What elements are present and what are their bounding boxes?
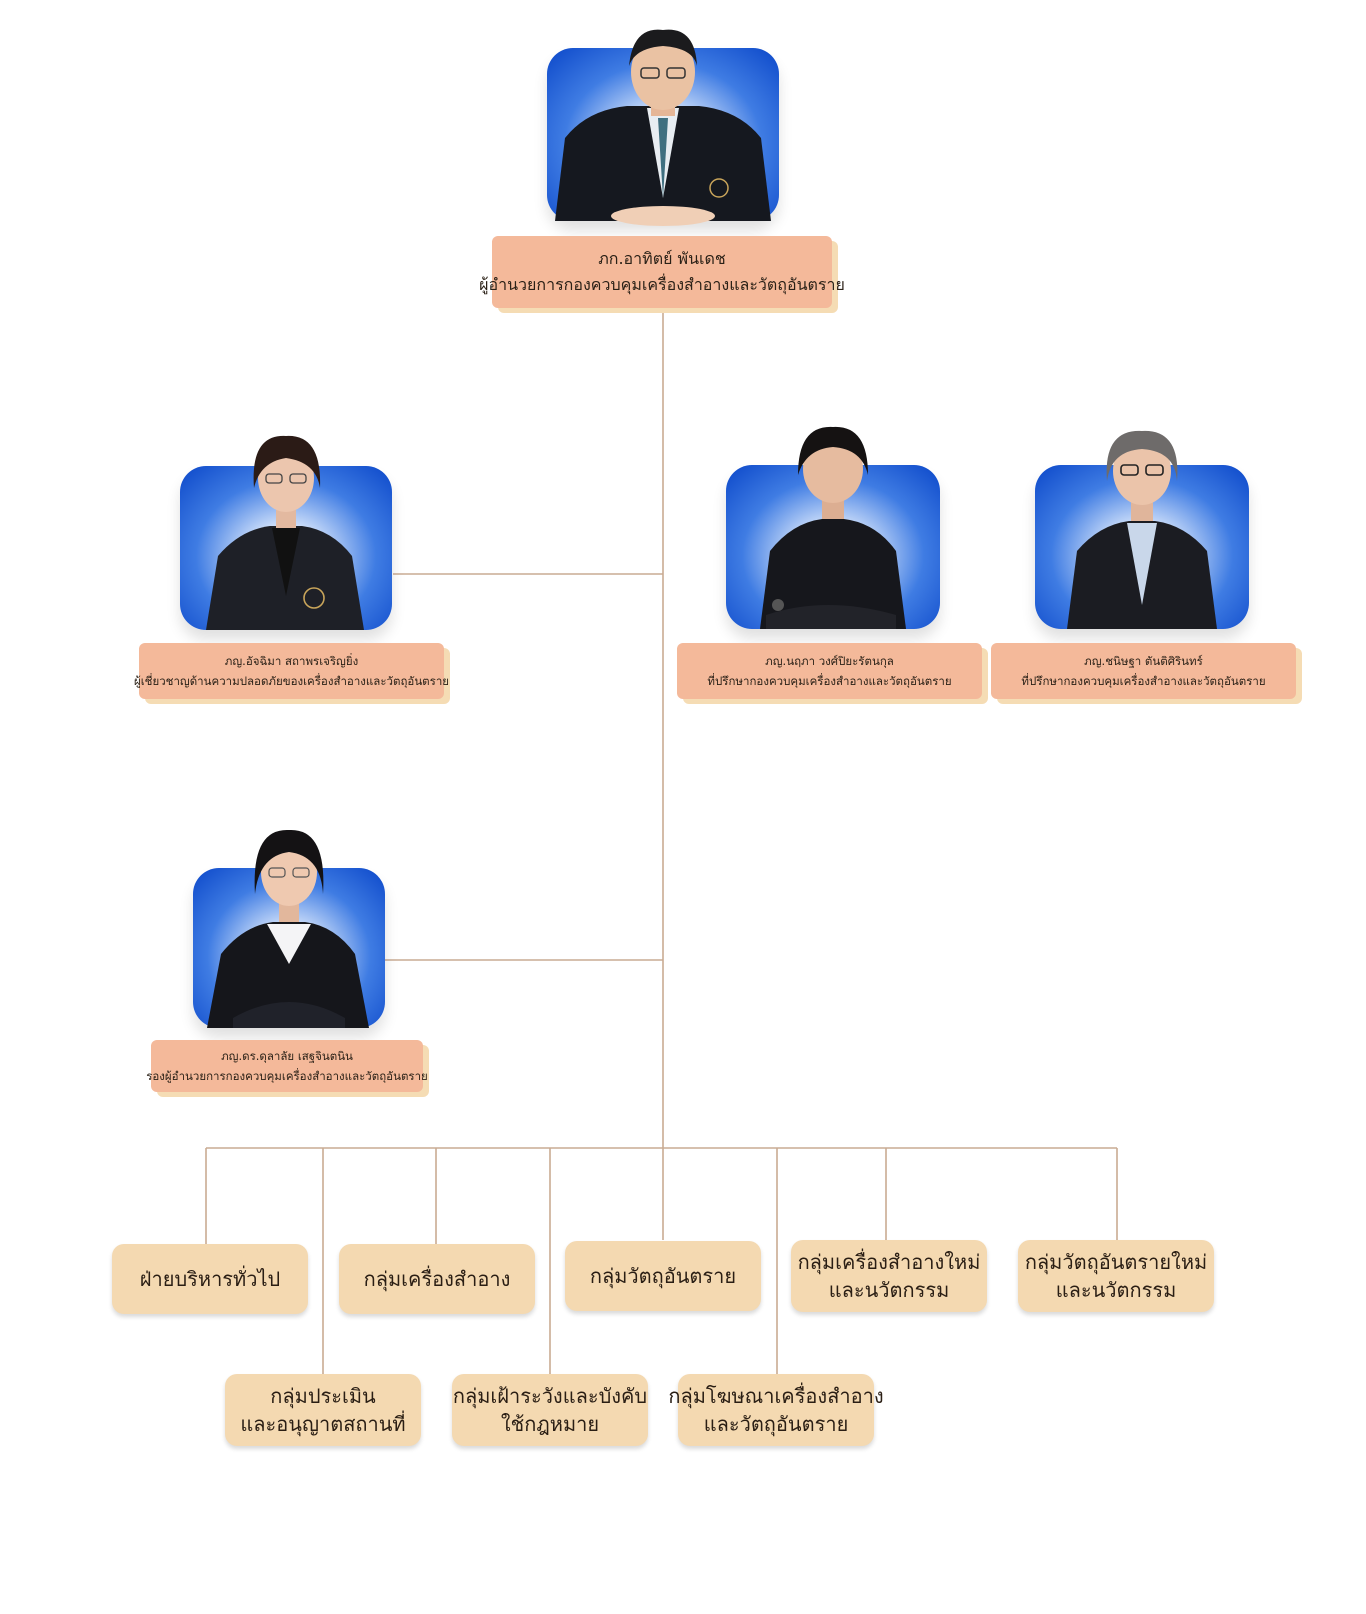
director-name-box: ภก.อาทิตย์ พันเดช ผู้อำนวยการกองควบคุมเค… [479, 236, 845, 308]
director-position: ผู้อำนวยการกองควบคุมเครื่องสำอางและวัตถุ… [479, 275, 845, 294]
unit-hazardous: กลุ่มวัตถุอันตราย [565, 1241, 761, 1311]
unit-new-cosmetics-label-1: กลุ่มเครื่องสำอางใหม่ [797, 1250, 981, 1274]
deputy-name: ภญ.ดร.ดุลาลัย เสฐจินตนิน [221, 1049, 353, 1063]
unit-new-hazardous: กลุ่มวัตถุอันตรายใหม่ และนวัตกรรม [1018, 1240, 1214, 1312]
expert-name: ภญ.อัจฉิมา สถาพรเจริญยิ่ง [224, 654, 359, 668]
expert-photo [180, 435, 392, 630]
unit-cosmetics: กลุ่มเครื่องสำอาง [339, 1244, 535, 1314]
deputy-position: รองผู้อำนวยการกองควบคุมเครื่องสำอางและวั… [146, 1069, 428, 1083]
expert-position: ผู้เชี่ยวชาญด้านความปลอดภัยของเครื่องสำอ… [133, 674, 450, 688]
advisor2-name-box: ภญ.ชนิษฐา ตันติศิรินทร์ ที่ปรึกษากองควบค… [991, 643, 1296, 699]
director-photo [547, 29, 779, 226]
advisor1-name-box: ภญ.นฤภา วงศ์ปิยะรัตนกุล ที่ปรึกษากองควบค… [677, 643, 982, 699]
advisor1-name: ภญ.นฤภา วงศ์ปิยะรัตนกุล [765, 654, 894, 668]
unit-assessment-label-1: กลุ่มประเมิน [270, 1384, 376, 1408]
unit-hazardous-label: กลุ่มวัตถุอันตราย [589, 1264, 737, 1288]
advisor2-position: ที่ปรึกษากองควบคุมเครื่องสำอางและวัตถุอั… [1021, 674, 1266, 688]
deputy-name-box: ภญ.ดร.ดุลาลัย เสฐจินตนิน รองผู้อำนวยการก… [146, 1040, 428, 1092]
unit-advertising-label-2: และวัตถุอันตราย [703, 1412, 849, 1436]
unit-advertising: กลุ่มโฆษณาเครื่องสำอาง และวัตถุอันตราย [668, 1374, 884, 1446]
unit-general-admin-label: ฝ่ายบริหารทั่วไป [139, 1267, 281, 1291]
unit-new-cosmetics-label-2: และนวัตกรรม [828, 1278, 950, 1302]
advisor1-position: ที่ปรึกษากองควบคุมเครื่องสำอางและวัตถุอั… [707, 674, 952, 688]
advisor1-photo [726, 426, 940, 629]
unit-new-hazardous-label-2: และนวัตกรรม [1055, 1278, 1177, 1302]
expert-name-box: ภญ.อัจฉิมา สถาพรเจริญยิ่ง ผู้เชี่ยวชาญด้… [134, 643, 449, 699]
advisor2-photo [1035, 430, 1249, 629]
unit-assessment-label-2: และอนุญาตสถานที่ [240, 1412, 406, 1436]
unit-surveillance: กลุ่มเฝ้าระวังและบังคับ ใช้กฎหมาย [452, 1374, 648, 1446]
unit-surveillance-label-2: ใช้กฎหมาย [500, 1412, 600, 1436]
deputy-photo [193, 829, 385, 1028]
unit-new-hazardous-label-1: กลุ่มวัตถุอันตรายใหม่ [1024, 1250, 1208, 1274]
unit-new-cosmetics: กลุ่มเครื่องสำอางใหม่ และนวัตกรรม [791, 1240, 987, 1312]
unit-general-admin: ฝ่ายบริหารทั่วไป [112, 1244, 308, 1314]
unit-assessment: กลุ่มประเมิน และอนุญาตสถานที่ [225, 1374, 421, 1446]
unit-advertising-label-1: กลุ่มโฆษณาเครื่องสำอาง [668, 1384, 884, 1408]
director-name: ภก.อาทิตย์ พันเดช [598, 249, 726, 268]
unit-surveillance-label-1: กลุ่มเฝ้าระวังและบังคับ [452, 1384, 648, 1408]
unit-cosmetics-label: กลุ่มเครื่องสำอาง [363, 1267, 511, 1291]
advisor2-name: ภญ.ชนิษฐา ตันติศิรินทร์ [1084, 654, 1203, 668]
